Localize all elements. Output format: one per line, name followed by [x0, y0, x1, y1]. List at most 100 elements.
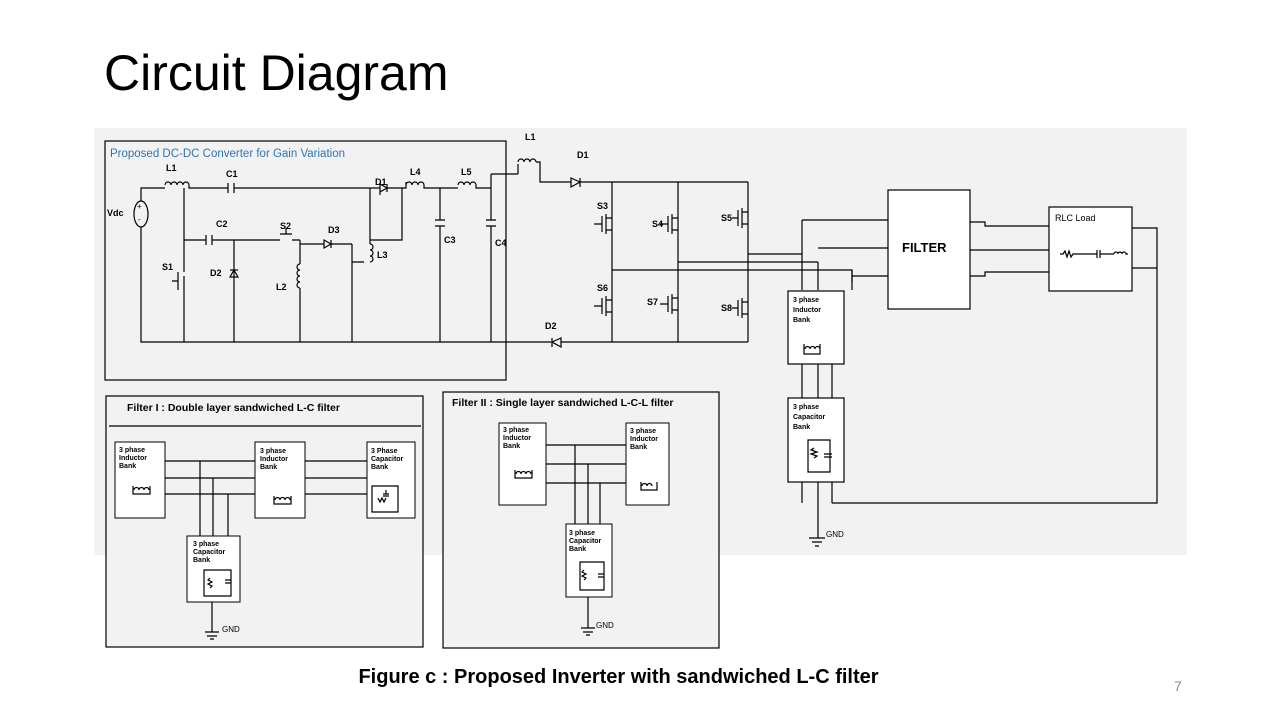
dcdc-converter: Proposed DC-DC Converter for Gain Variat…	[104, 140, 551, 381]
inv-capacitor-bank-line2: Capacitor	[793, 414, 826, 421]
switch-s4	[660, 214, 678, 234]
f2-ground-icon	[581, 627, 595, 636]
diode-inv-d1	[570, 177, 582, 189]
inv-inductor-bank	[787, 290, 845, 365]
f1-capr-line2: Capacitor	[371, 456, 404, 463]
s6-label: S6	[597, 283, 608, 293]
diode-d2	[228, 268, 240, 278]
f1-capb-line1: 3 phase	[193, 541, 219, 548]
switch-s1	[172, 240, 185, 342]
switch-s6	[594, 296, 612, 316]
figure-caption: Figure c : Proposed Inverter with sandwi…	[358, 666, 879, 688]
capacitor-c2	[205, 235, 213, 245]
f1-capr-line3: Bank	[371, 464, 388, 471]
f2-gnd-label: GND	[596, 621, 614, 630]
diode-d3	[323, 238, 333, 250]
d3-label: D3	[328, 225, 340, 235]
inv-d1-label: D1	[577, 150, 589, 160]
l4-label: L4	[410, 167, 421, 177]
rlc-load	[1048, 206, 1133, 292]
f2-ind1-line2: Inductor	[503, 435, 531, 442]
capacitor-c1	[227, 183, 235, 193]
switch-s3	[594, 214, 612, 234]
l1-label: L1	[166, 163, 177, 173]
dcdc-converter-border	[104, 140, 507, 381]
page-number: 7	[1174, 678, 1182, 694]
f1-inductor-bank-2	[254, 441, 306, 519]
inv-capacitor-bank-line3: Bank	[793, 424, 810, 431]
inv-inductor-bank-line1: 3 phase	[793, 297, 819, 304]
f1-ind2-line3: Bank	[260, 464, 277, 471]
vdc-label: Vdc	[107, 208, 124, 218]
inv-capacitor-bank-line1: 3 phase	[793, 404, 819, 411]
s7-label: S7	[647, 297, 658, 307]
filter-block	[887, 189, 971, 310]
f2-ind2-line1: 3 phase	[630, 428, 656, 435]
f1-ind1-line2: Inductor	[119, 455, 147, 462]
switch-s8	[732, 298, 748, 318]
inv-l1-label: L1	[525, 132, 536, 142]
f1-capb-line2: Capacitor	[193, 549, 226, 556]
svg-text:+: +	[137, 202, 142, 211]
f2-ind1-line3: Bank	[503, 443, 520, 450]
filter-two-title: Filter II : Single layer sandwiched L-C-…	[452, 397, 674, 409]
f1-ind1-line3: Bank	[119, 463, 136, 470]
inductor-l5	[457, 181, 477, 186]
c2-label: C2	[216, 219, 228, 229]
f2-ind2-line2: Inductor	[630, 436, 658, 443]
switch-s5	[732, 208, 748, 228]
f1-inductor-bank-1	[114, 441, 166, 519]
inv-inductor-bank-line3: Bank	[793, 317, 810, 324]
inv-inductor-bank-line2: Inductor	[793, 307, 821, 314]
dcdc-converter-title: Proposed DC-DC Converter for Gain Variat…	[110, 148, 345, 160]
filter-two-border	[442, 391, 720, 649]
inductor-l2	[296, 263, 301, 289]
filter-label: FILTER	[902, 240, 947, 255]
f1-capacitor-bank-right	[366, 441, 416, 519]
s4-label: S4	[652, 219, 663, 229]
diode-d1	[379, 182, 389, 195]
f2-inductor-bank-2	[625, 422, 670, 506]
inv-d2-label: D2	[545, 321, 557, 331]
inv-gnd-label: GND	[826, 530, 844, 539]
c4-label: C4	[495, 238, 507, 248]
d1-label: D1	[375, 177, 387, 187]
filter-one-title: Filter I : Double layer sandwiched L-C f…	[127, 402, 340, 414]
inductor-l4	[405, 181, 425, 186]
capacitor-c4	[486, 219, 496, 227]
l2-label: L2	[276, 282, 287, 292]
svg-text:-: -	[138, 215, 141, 224]
f1-ind2-line1: 3 phase	[260, 448, 286, 455]
f2-cap-line3: Bank	[569, 546, 586, 553]
inv-ground-icon	[809, 537, 825, 547]
s3-label: S3	[597, 201, 608, 211]
f2-ind2-line3: Bank	[630, 444, 647, 451]
f1-capr-line1: 3 Phase	[371, 448, 398, 455]
capacitor-c3	[435, 219, 445, 227]
inductor-l3	[369, 243, 374, 263]
c3-label: C3	[444, 235, 456, 245]
switch-s7	[660, 294, 678, 314]
filter-one-border	[105, 395, 424, 648]
filter-two-panel: Filter II : Single layer sandwiched L-C-…	[442, 391, 720, 649]
l3-label: L3	[377, 250, 388, 260]
inductor-inv-l1	[517, 158, 537, 163]
f1-ind2-line2: Inductor	[260, 456, 288, 463]
inverter: L1 D1 D2 S3 S4 S5 S6 S7 S8 FILTER R	[517, 132, 1158, 547]
c1-label: C1	[226, 169, 238, 179]
s2-label: S2	[280, 221, 291, 231]
filter-one-panel: Filter I : Double layer sandwiched L-C f…	[105, 395, 424, 648]
f1-ind1-line1: 3 phase	[119, 447, 145, 454]
d2-label: D2	[210, 268, 222, 278]
s1-label: S1	[162, 262, 173, 272]
f2-ind1-line1: 3 phase	[503, 427, 529, 434]
f1-gnd-label: GND	[222, 625, 240, 634]
s5-label: S5	[721, 213, 732, 223]
rlc-load-label: RLC Load	[1055, 213, 1096, 223]
f2-inductor-bank-1	[498, 422, 547, 506]
slide-title: Circuit Diagram	[104, 45, 449, 101]
inductor-l1	[164, 181, 190, 186]
l5-label: L5	[461, 167, 472, 177]
f1-ground-icon	[205, 631, 219, 640]
